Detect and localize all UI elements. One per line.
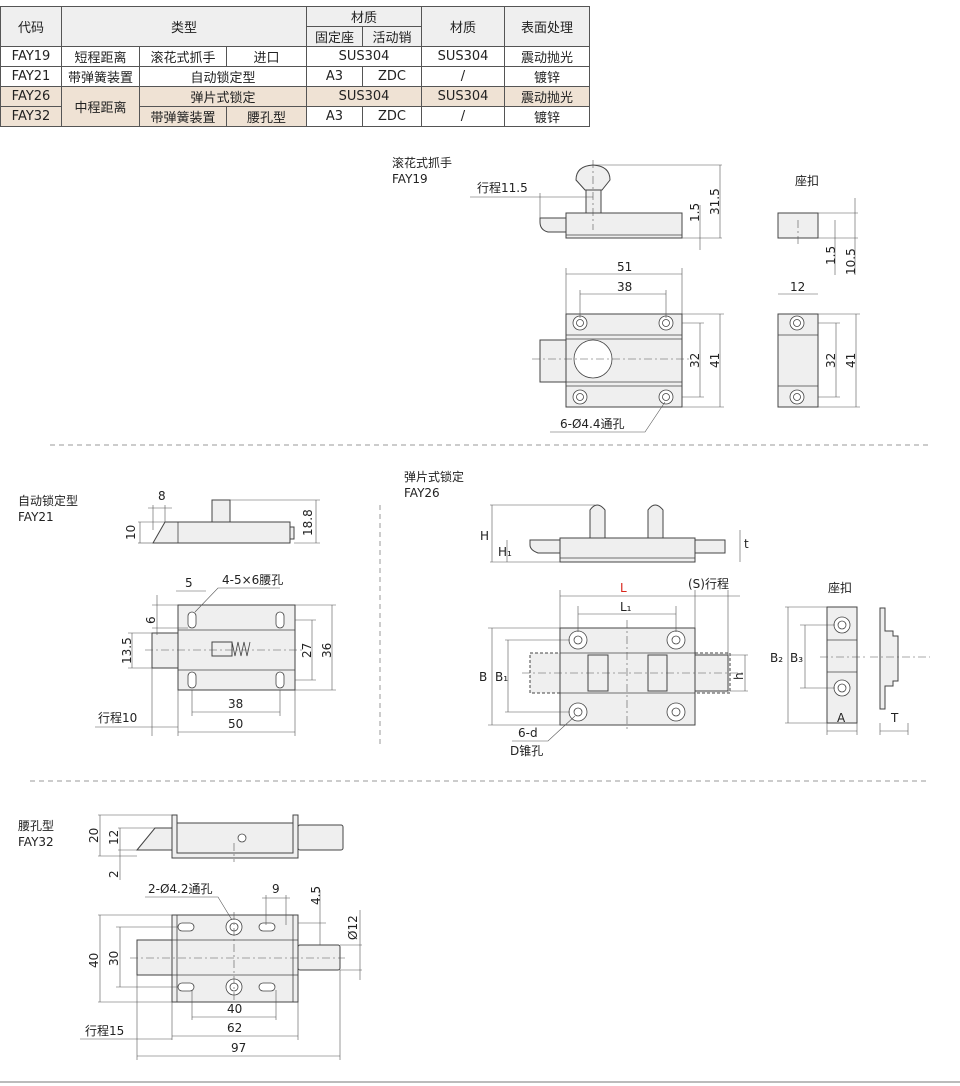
cell-code: FAY26 <box>0 86 62 107</box>
cell-material: SUS304 <box>306 86 422 107</box>
col-code: 代码 <box>0 6 62 47</box>
cell-code: FAY21 <box>0 66 62 87</box>
dim-38: 38 <box>617 280 632 294</box>
dim-20: 20 <box>87 828 101 843</box>
dim-8: 8 <box>158 489 166 503</box>
dim-36: 36 <box>320 643 334 658</box>
spec-table: 代码 类型 材质 材质 表面处理 固定座 活动销 FAY19 短程距离 滚花式抓… <box>0 6 590 127</box>
dim-97: 97 <box>231 1041 246 1055</box>
countersunk-holes <box>568 630 686 722</box>
fay21-code: FAY21 <box>18 510 54 524</box>
dim-A: A <box>837 711 846 725</box>
dim-H1: H₁ <box>498 545 512 559</box>
dim-stroke: 行程15 <box>85 1023 124 1038</box>
fay19-title: 滚花式抓手 <box>392 155 452 170</box>
dim-B2: B₂ <box>770 651 783 665</box>
col-moving-pin: 活动销 <box>362 26 422 47</box>
dim-12: 12 <box>107 830 121 845</box>
dim-31-5: 31.5 <box>708 188 722 215</box>
col-material: 材质 <box>421 6 505 47</box>
fay26-title: 弹片式锁定 <box>404 469 464 484</box>
cell-material: / <box>421 106 505 127</box>
dim-1-5: 1.5 <box>824 246 838 265</box>
dim-stroke: 行程11.5 <box>477 180 528 195</box>
dim-13-5: 13.5 <box>120 637 134 664</box>
cell-pin: ZDC <box>362 106 422 127</box>
dim-6: 6 <box>144 616 158 624</box>
dim-40: 40 <box>227 1002 242 1016</box>
cell-type: 腰孔型 <box>226 106 307 127</box>
dim-2: 2 <box>107 870 121 878</box>
dim-62: 62 <box>227 1021 242 1035</box>
fay19-code: FAY19 <box>392 172 428 186</box>
holes-label: 6-d <box>518 726 538 740</box>
dim-1-5: 1.5 <box>688 203 702 222</box>
cell-seat: A3 <box>306 106 363 127</box>
slot-holes <box>187 611 285 689</box>
cell-type: 弹片式锁定 <box>139 86 307 107</box>
cell-surface: 镀锌 <box>504 106 590 127</box>
dim-9: 9 <box>272 882 280 896</box>
dim-41: 41 <box>708 353 722 368</box>
fay26-code: FAY26 <box>404 486 440 500</box>
dim-B3: B₃ <box>790 651 803 665</box>
dim-4-5: 4.5 <box>309 886 323 905</box>
dim-S-stroke: (S)行程 <box>688 576 729 591</box>
dim-stroke: 行程10 <box>98 710 137 725</box>
seat-profile <box>879 607 899 710</box>
spring-icon <box>231 641 251 657</box>
cell-type: 进口 <box>226 46 307 67</box>
dim-12: 12 <box>790 280 805 294</box>
dim-40-vertical: 40 <box>87 953 101 968</box>
dim-32: 32 <box>824 353 838 368</box>
dim-T: T <box>890 711 899 725</box>
seat-title: 座扣 <box>828 580 852 595</box>
dim-B1: B₁ <box>495 670 508 684</box>
dim-phi12: Ø12 <box>346 915 360 940</box>
dim-L1: L₁ <box>620 600 632 614</box>
fay32-title: 腰孔型 <box>18 819 54 833</box>
table-row: FAY32 带弹簧装置 腰孔型 A3 ZDC / 镀锌 <box>0 106 590 127</box>
fay32-code: FAY32 <box>18 835 54 849</box>
cell-code: FAY32 <box>0 106 62 127</box>
dim-30: 30 <box>107 951 121 966</box>
slots-label: 4-5×6腰孔 <box>222 573 283 587</box>
fay32-drawing: 腰孔型 FAY32 20 12 2 2-Ø4.2通孔 9 <box>18 814 362 1060</box>
fay19-drawing: 滚花式抓手 FAY19 行程11.5 1.5 31.5 51 <box>392 155 860 433</box>
cell-material: SUS304 <box>421 86 505 107</box>
dim-h: h <box>732 672 746 680</box>
cell-type: 带弹簧装置 <box>139 106 227 127</box>
dim-18-8: 18.8 <box>301 509 315 536</box>
dim-t: t <box>744 537 749 551</box>
cell-type: 带弹簧装置 <box>61 66 140 87</box>
cell-type: 中程距离 <box>61 86 140 127</box>
dim-H: H <box>480 529 489 543</box>
dim-5: 5 <box>185 576 193 590</box>
dim-10-5: 10.5 <box>844 248 858 275</box>
dim-10: 10 <box>124 525 138 540</box>
holes-label: 6-Ø4.4通孔 <box>560 417 625 431</box>
col-surface: 表面处理 <box>504 6 590 47</box>
col-material-group: 材质 <box>306 6 422 27</box>
dim-50: 50 <box>228 717 243 731</box>
fay21-drawing: 自动锁定型 FAY21 8 10 18.8 5 4-5×6腰孔 6 <box>18 489 336 736</box>
dim-32: 32 <box>688 353 702 368</box>
table-row: FAY26 中程距离 弹片式锁定 SUS304 SUS304 震动抛光 <box>0 86 590 127</box>
dim-L: L <box>620 581 627 595</box>
holes-label: 2-Ø4.2通孔 <box>148 882 213 896</box>
dim-B: B <box>479 670 487 684</box>
dim-27: 27 <box>300 643 314 658</box>
mount-holes <box>572 315 674 405</box>
holes-label: D锥孔 <box>510 744 543 758</box>
cell-surface: 震动抛光 <box>504 86 590 107</box>
table-row: FAY21 带弹簧装置 自动锁定型 A3 ZDC / 镀锌 <box>0 66 590 87</box>
cell-code: FAY19 <box>0 46 62 67</box>
dim-38: 38 <box>228 697 243 711</box>
seat-title: 座扣 <box>795 173 819 188</box>
dim-41: 41 <box>844 353 858 368</box>
slot-holes <box>177 918 276 996</box>
dim-51: 51 <box>617 260 632 274</box>
fay21-title: 自动锁定型 <box>18 493 78 508</box>
fay26-drawing: 弹片式锁定 FAY26 H H₁ t L (S)行程 <box>404 469 930 758</box>
